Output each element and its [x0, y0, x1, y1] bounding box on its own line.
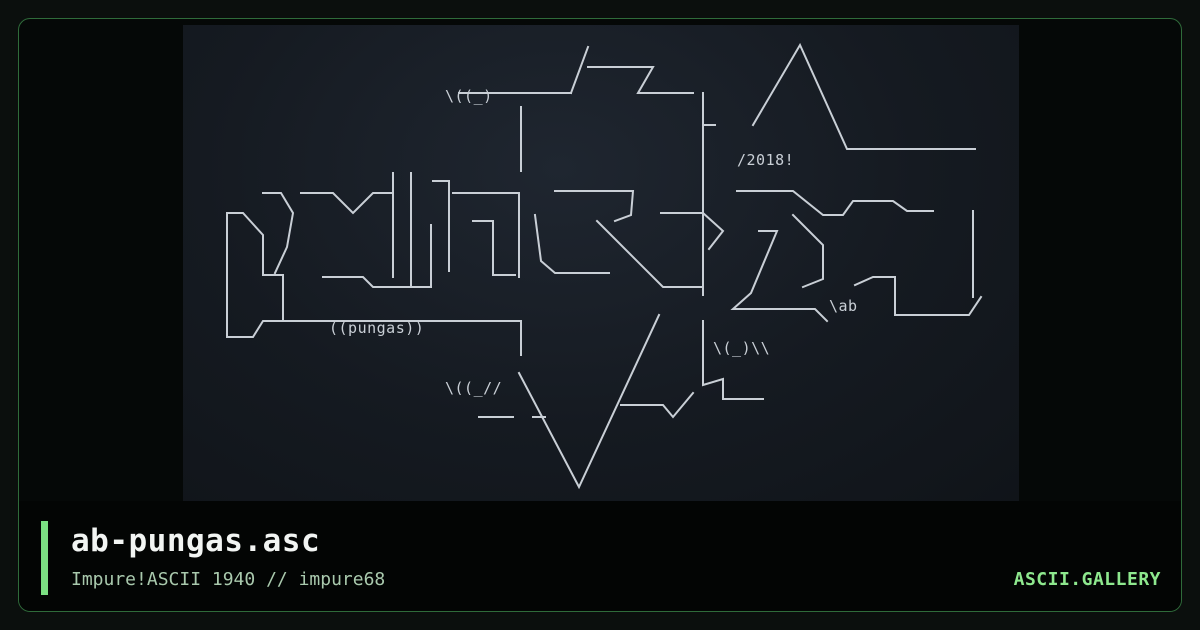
ascii-art-drawing [226, 42, 983, 490]
file-title: ab-pungas.asc [71, 523, 321, 559]
art-stroke [300, 192, 394, 215]
art-label-sparkle-top: \((_) [445, 87, 493, 105]
art-label-sparkle-bottom: \((_// [445, 379, 503, 397]
art-label-ab: \ab [829, 297, 858, 315]
art-stroke [517, 313, 661, 490]
card-frame: ((pungas)) /2018! \ab \((_) \((_// \(_)\… [18, 18, 1182, 612]
art-stroke [554, 190, 635, 223]
art-stroke [472, 220, 516, 276]
accent-bar [41, 521, 48, 595]
art-stroke [452, 192, 520, 278]
art-stroke [262, 192, 295, 275]
art-label-pungas: ((pungas)) [329, 319, 425, 337]
art-stroke [587, 66, 694, 94]
art-stroke [702, 320, 764, 400]
art-stroke [853, 276, 983, 316]
ascii-art-panel: ((pungas)) /2018! \ab \((_) \((_// \(_)\… [183, 25, 1019, 501]
art-stroke [226, 212, 522, 356]
art-stroke [660, 212, 725, 251]
art-stroke [226, 212, 284, 322]
art-stroke [730, 230, 829, 323]
art-stroke [458, 45, 590, 95]
art-stroke [736, 190, 934, 216]
art-stroke [533, 213, 610, 274]
art-stroke [595, 219, 704, 288]
art-stroke [620, 391, 695, 419]
art-label-sparkle-right: \(_)\\ [713, 339, 771, 357]
brand-link[interactable]: ASCII.GALLERY [1013, 569, 1161, 590]
art-stroke [432, 180, 450, 272]
art-stroke [392, 172, 412, 288]
info-footer: ab-pungas.asc Impure!ASCII 1940 // impur… [19, 501, 1181, 611]
art-stroke [751, 42, 976, 150]
art-stroke [791, 213, 824, 289]
art-stroke [322, 224, 432, 288]
file-subtitle: Impure!ASCII 1940 // impure68 [71, 569, 386, 590]
art-label-year: /2018! [737, 151, 795, 169]
